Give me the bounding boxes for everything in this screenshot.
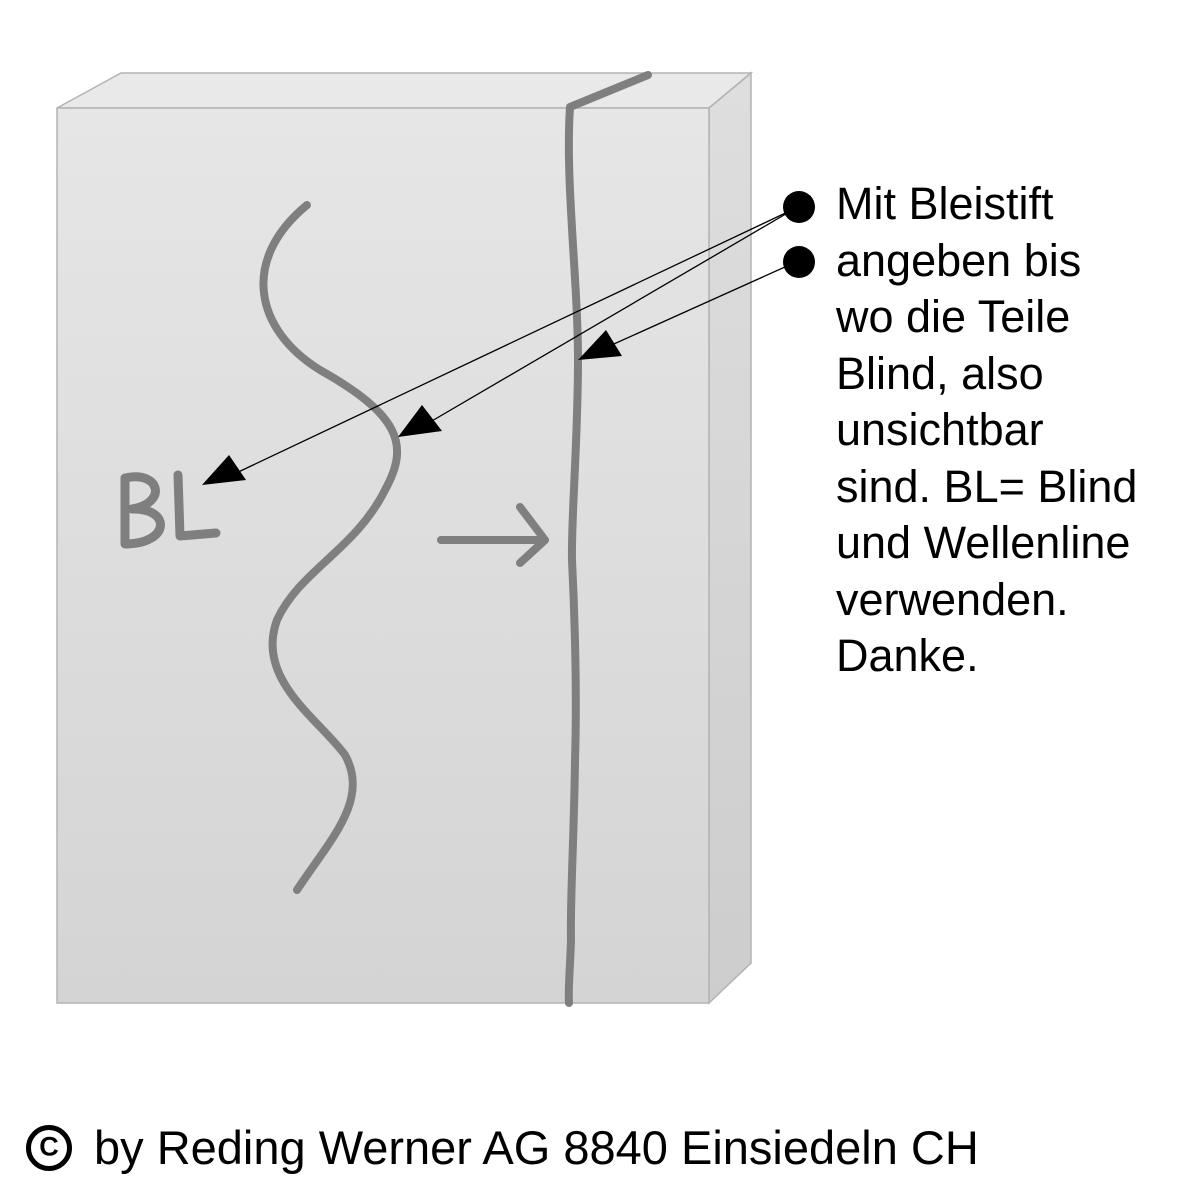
annotation-line: wo die Teile [836, 291, 1071, 342]
annotation-line: und Wellenline [836, 517, 1131, 568]
copyright-text: by Reding Werner AG 8840 Einsiedeln CH [94, 1121, 979, 1174]
panel-3d [56, 71, 754, 1005]
bullet-icon [783, 191, 815, 223]
copyright-icon [26, 1124, 72, 1171]
leader-lines [202, 207, 797, 485]
annotation-line: sind. BL= Blind [836, 460, 1138, 512]
parting-line [564, 71, 652, 1007]
annotation-line: Mit Bleistift [836, 178, 1054, 229]
leader-line-parting [604, 261, 797, 349]
annotation-line: Blind, also [836, 347, 1044, 399]
arrowhead-wave [398, 405, 442, 437]
panel-side-face [708, 71, 752, 1005]
annotation-line: unsichtbar [836, 404, 1044, 455]
pencil-marks [120, 71, 652, 1007]
arrowhead-parting [578, 330, 622, 360]
annotation-line: angeben bis [836, 234, 1082, 286]
annotation-line: Danke. [836, 630, 979, 681]
leader-line-bl [231, 207, 797, 476]
panel-front-face [56, 107, 710, 1004]
arrow-right-icon [437, 503, 549, 567]
annotation-line: verwenden. [836, 573, 1069, 625]
bullet-icon [783, 246, 815, 278]
copyright-footer: by Reding Werner AG 8840 Einsiedeln CH [26, 1120, 979, 1175]
annotation-text: Mit Bleistift angeben bis wo die Teile B… [836, 176, 1186, 685]
wavy-line [259, 201, 402, 894]
leader-line-wave [424, 207, 797, 426]
bl-mark [120, 470, 221, 549]
arrowhead-bl [202, 455, 246, 485]
